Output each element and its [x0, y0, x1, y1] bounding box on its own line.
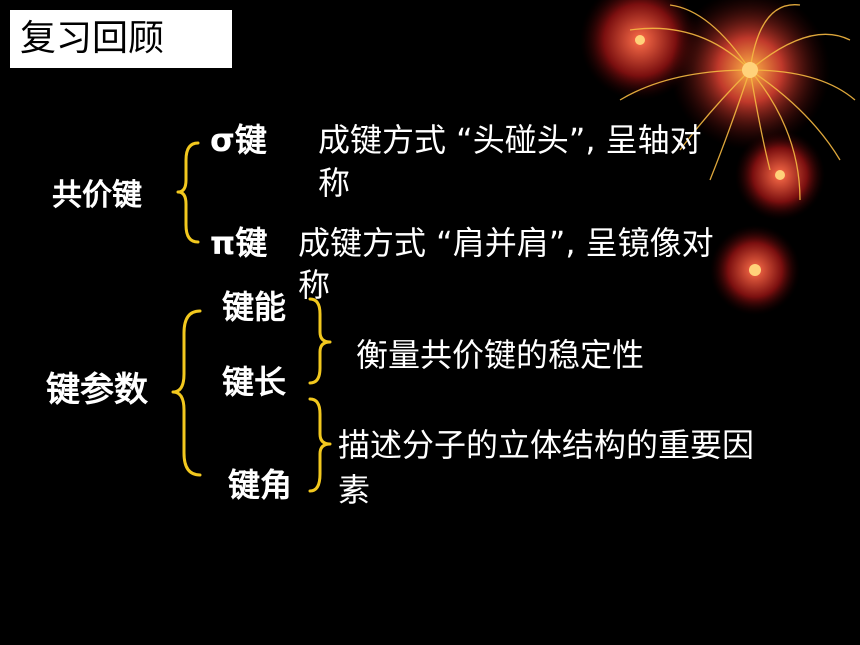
params-brace — [171, 309, 202, 477]
bond-length-label: 键长 — [222, 363, 287, 401]
covalent-bond-label: 共价键 — [52, 178, 142, 213]
bond-energy-label: 键能 — [222, 288, 287, 326]
sigma-bond-label: σ键 — [210, 121, 267, 159]
decorative-flowers-image — [580, 0, 856, 315]
pi-bond-description: 成键方式 “肩并肩”, 呈镜像对 — [298, 224, 714, 262]
page-title: 复习回顾 — [10, 10, 232, 68]
structure-brace — [308, 397, 332, 493]
sigma-bond-description: 成键方式 “头碰头”, 呈轴对 — [318, 121, 702, 159]
sigma-bond-description-cont: 称 — [318, 164, 351, 202]
structure-description: 描述分子的立体结构的重要因 — [338, 426, 755, 464]
pi-bond-description-cont: 称 — [298, 266, 331, 304]
covalent-brace — [176, 141, 200, 244]
stability-description: 衡量共价键的稳定性 — [356, 336, 645, 374]
structure-description-cont: 素 — [338, 471, 371, 509]
bond-angle-label: 键角 — [228, 466, 293, 504]
bond-params-label: 键参数 — [46, 370, 148, 410]
stability-brace — [308, 297, 332, 385]
pi-bond-label: π键 — [210, 224, 268, 262]
